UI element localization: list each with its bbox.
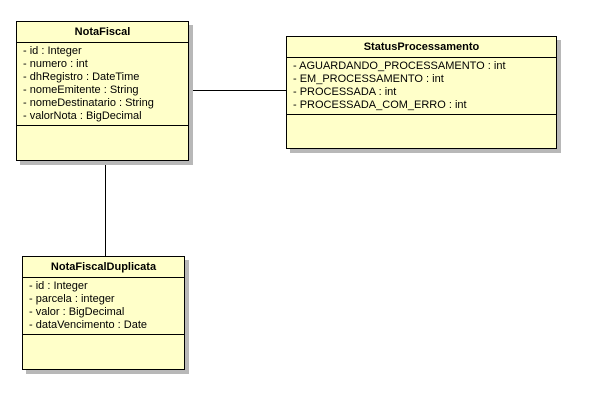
class-statusprocessamento[interactable]: StatusProcessamento - AGUARDANDO_PROCESS… — [286, 36, 557, 149]
association-notafiscal-status — [188, 90, 287, 91]
attribute: - nomeDestinatario : String — [23, 97, 154, 109]
attribute: - dhRegistro : DateTime — [23, 71, 140, 83]
attribute-compartment: - id : Integer - parcela : integer - val… — [23, 278, 184, 335]
attribute: - dataVencimento : Date — [29, 319, 148, 331]
attribute-compartment: - AGUARDANDO_PROCESSAMENTO : int - EM_PR… — [287, 58, 556, 115]
operation-compartment — [287, 115, 556, 125]
attribute: - PROCESSADA_COM_ERRO : int — [293, 99, 467, 111]
attribute: - PROCESSADA : int — [293, 86, 397, 98]
attribute: - valorNota : BigDecimal — [23, 110, 142, 122]
operation-compartment — [23, 335, 184, 345]
attribute: - EM_PROCESSAMENTO : int — [293, 73, 444, 85]
attribute-compartment: - id : Integer - numero : int - dhRegist… — [17, 43, 188, 126]
association-notafiscal-duplicata — [105, 160, 106, 256]
attribute: - numero : int — [23, 58, 88, 70]
class-notafiscalduplicata[interactable]: NotaFiscalDuplicata - id : Integer - par… — [22, 256, 185, 370]
class-name: StatusProcessamento — [287, 37, 556, 58]
class-name: NotaFiscal — [17, 22, 188, 43]
attribute: - id : Integer — [23, 45, 82, 57]
attribute: - nomeEmitente : String — [23, 84, 139, 96]
attribute: - valor : BigDecimal — [29, 306, 125, 318]
operation-compartment — [17, 126, 188, 136]
attribute: - id : Integer — [29, 280, 88, 292]
attribute: - parcela : integer — [29, 293, 115, 305]
class-notafiscal[interactable]: NotaFiscal - id : Integer - numero : int… — [16, 21, 189, 161]
class-name: NotaFiscalDuplicata — [23, 257, 184, 278]
attribute: - AGUARDANDO_PROCESSAMENTO : int — [293, 60, 506, 72]
